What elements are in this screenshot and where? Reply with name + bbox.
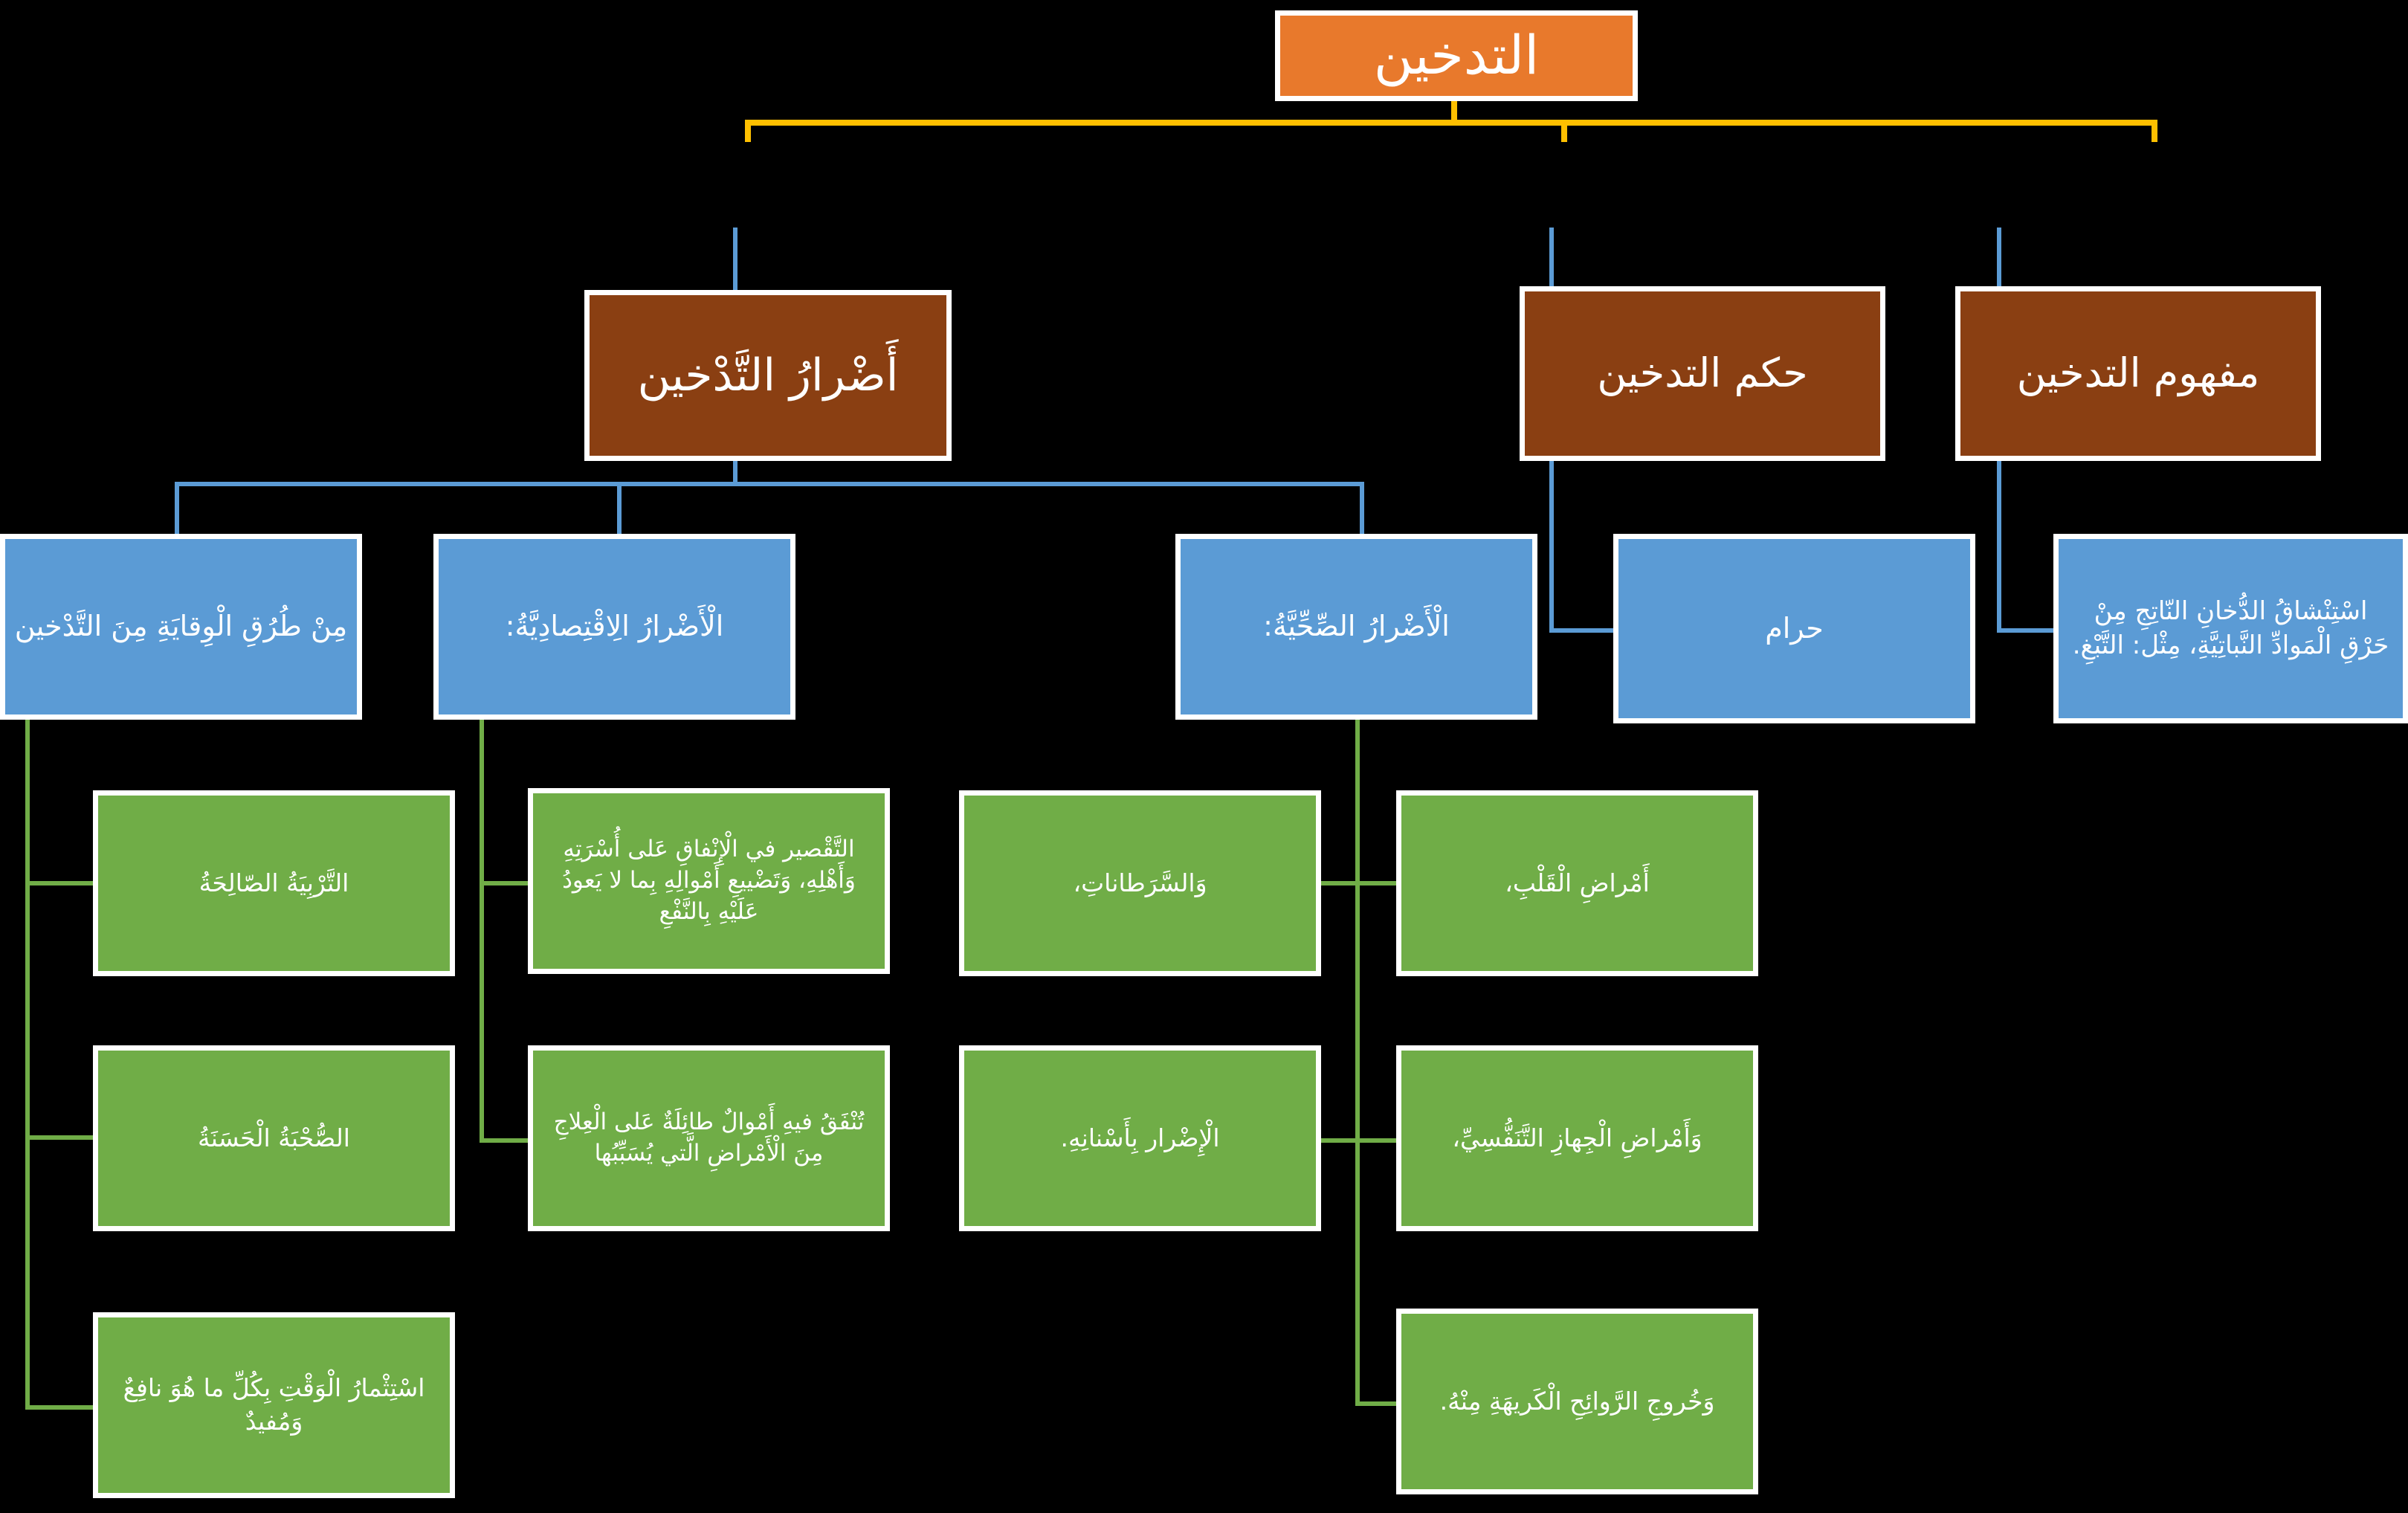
connector-prevention-arm-3 (25, 1405, 96, 1410)
node-good-upbringing-label: التَّرْبِيَةُ الصّالِحَةُ (198, 868, 349, 897)
connector-root-stem (1451, 101, 1457, 120)
connector-health-arm-2 (1316, 1138, 1360, 1143)
node-definition-label: اسْتِنْشاقُ الدُّخانِ النّاتِجِ مِنْ حَر… (2072, 596, 2389, 660)
connector-concept-arm (1997, 628, 2056, 633)
node-root-label: التدخين (1373, 24, 1540, 87)
node-haram[interactable]: حرام (1613, 534, 1975, 723)
connector-economic-vert (480, 719, 484, 1143)
connector-harms-drop-prevention (175, 482, 179, 534)
node-economic-label: الْأَضْرارُ الِاقْتِصادِيَّةُ: (505, 610, 724, 643)
node-harms-label: أَضْرارُ التَّدْخين (637, 349, 899, 401)
node-treatment-costs[interactable]: تُنْفَقُ فيهِ أَمْوالٌ طائِلَةٌ عَلى الْ… (528, 1045, 890, 1231)
connector-health-vert-left (1355, 719, 1360, 1406)
node-neglect-family-spending[interactable]: التَّقْصير في الْإِنْفاقِ عَلى أُسْرَتِه… (528, 788, 890, 974)
connector-health-arm-1 (1316, 881, 1360, 885)
connector-root-drop-harms (745, 120, 751, 142)
connector-root-drop-ruling (1561, 120, 1567, 142)
connector-prevention-arm-2 (25, 1135, 96, 1140)
connector-ruling-arm (1549, 628, 1616, 633)
node-root-smoking[interactable]: التدخين (1275, 10, 1638, 101)
node-bad-odor[interactable]: وَخُروجِ الرَّوائِحِ الْكَريهَةِ مِنْهُ. (1396, 1309, 1758, 1494)
node-haram-label: حرام (1765, 611, 1824, 645)
connector-economic-arm-2 (480, 1138, 535, 1143)
connector-harms-bus (175, 482, 1364, 486)
node-ruling-of-smoking[interactable]: حكم التدخين (1520, 286, 1885, 461)
node-cancers-label: وَالسَّرَطاناتِ، (1073, 868, 1207, 897)
node-good-companionship[interactable]: الصُّحْبَةُ الْحَسَنَةُ (93, 1045, 455, 1231)
node-neglect-family-spending-label: التَّقْصير في الْإِنْفاقِ عَلى أُسْرَتِه… (562, 836, 856, 925)
node-teeth-damage[interactable]: الْإِضْرار بِأَسْنانِهِ. (959, 1045, 1321, 1231)
node-heart-diseases[interactable]: أَمْراضِ الْقَلْبِ، (1396, 790, 1758, 976)
node-treatment-costs-label: تُنْفَقُ فيهِ أَمْوالٌ طائِلَةٌ عَلى الْ… (553, 1109, 865, 1167)
connector-harms-drop-economic (617, 482, 622, 534)
connector-health-arm-4 (1355, 1138, 1400, 1143)
node-health-label: الْأَضْرارُ الصِّحِّيَّةُ: (1263, 610, 1450, 643)
connector-prevention-vert (25, 719, 30, 1410)
connector-harms-drop-health (1360, 482, 1364, 534)
connector-economic-arm-1 (480, 881, 535, 885)
node-teeth-damage-label: الْإِضْرار بِأَسْنانِهِ. (1060, 1123, 1220, 1152)
node-bad-odor-label: وَخُروجِ الرَّوائِحِ الْكَريهَةِ مِنْهُ. (1439, 1386, 1715, 1416)
node-respiratory-diseases-label: وَأَمْراضِ الْجِهازِ التَّنَفُّسِيِّ، (1452, 1123, 1702, 1152)
node-prevention-methods[interactable]: مِنْ طُرُقِ الْوِقايَةِ مِنَ التَّدْخين (0, 534, 362, 720)
connector-prevention-arm-1 (25, 881, 96, 885)
node-invest-time-label: اسْتِثْمارُ الْوَقْتِ بِكُلِّ ما هُوَ نا… (123, 1373, 425, 1436)
connector-health-arm-5 (1355, 1401, 1400, 1406)
node-good-upbringing[interactable]: التَّرْبِيَةُ الصّالِحَةُ (93, 790, 455, 976)
node-prevention-label: مِنْ طُرُقِ الْوِقايَةِ مِنَ التَّدْخين (14, 610, 348, 643)
node-concept-label: مفهوم التدخين (2016, 349, 2260, 397)
node-concept-of-smoking[interactable]: مفهوم التدخين (1955, 286, 2321, 461)
node-harms-of-smoking[interactable]: أَضْرارُ التَّدْخين (584, 290, 952, 461)
node-health-harms[interactable]: الْأَضْرارُ الصِّحِّيَّةُ: (1175, 534, 1537, 720)
node-heart-diseases-label: أَمْراضِ الْقَلْبِ، (1505, 868, 1650, 897)
node-ruling-label: حكم التدخين (1597, 349, 1808, 397)
node-economic-harms[interactable]: الْأَضْرارُ الِاقْتِصادِيَّةُ: (433, 534, 795, 720)
connector-health-arm-3 (1355, 881, 1400, 885)
node-good-companionship-label: الصُّحْبَةُ الْحَسَنَةُ (198, 1123, 350, 1152)
connector-root-drop-concept (2152, 120, 2157, 142)
node-cancers[interactable]: وَالسَّرَطاناتِ، (959, 790, 1321, 976)
connector-root-bus (745, 120, 2157, 126)
node-respiratory-diseases[interactable]: وَأَمْراضِ الْجِهازِ التَّنَفُّسِيِّ، (1396, 1045, 1758, 1231)
node-smoking-definition[interactable]: اسْتِنْشاقُ الدُّخانِ النّاتِجِ مِنْ حَر… (2053, 534, 2408, 723)
node-invest-time[interactable]: اسْتِثْمارُ الْوَقْتِ بِكُلِّ ما هُوَ نا… (93, 1312, 455, 1498)
